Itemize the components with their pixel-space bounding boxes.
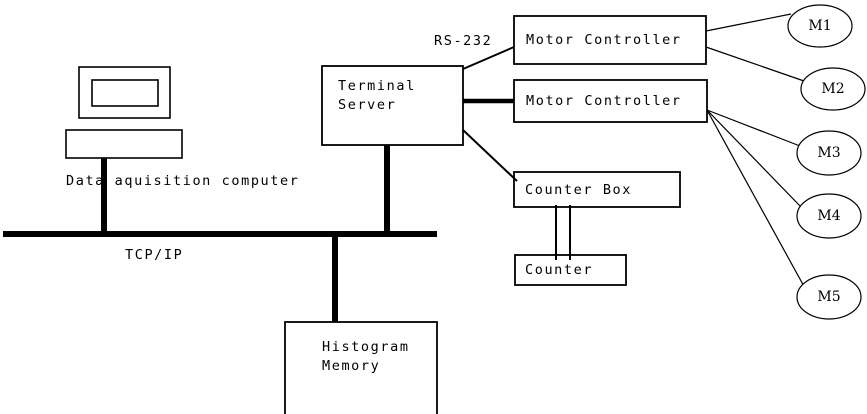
motor-m3-label: M3 — [817, 145, 841, 161]
computer-caption-label: Data aquisition computer — [66, 173, 300, 189]
data-acquisition-computer-node[interactable] — [66, 130, 182, 158]
motor-m2-shape — [800, 67, 866, 111]
motor-m1-node[interactable] — [788, 5, 852, 47]
ts-to-mc1-line — [462, 46, 515, 70]
motor-m5-shape — [796, 274, 862, 320]
terminal-server-node[interactable] — [322, 66, 463, 145]
mc2-to-m3-line — [706, 109, 801, 147]
terminal-server-shape — [321, 65, 464, 146]
rs232-link-label: RS-232 — [434, 33, 493, 49]
motor-m3-node[interactable] — [797, 131, 861, 175]
monitor-node[interactable] — [79, 67, 170, 118]
motor-m5-node[interactable] — [797, 275, 861, 319]
motor-m2-node[interactable] — [801, 68, 865, 110]
motor-controller-1-shape — [513, 15, 707, 65]
motor-m3-shape — [796, 130, 862, 176]
counter-box-shape — [513, 171, 681, 208]
computer-base-shape — [65, 129, 183, 159]
monitor-screen-shape — [91, 79, 159, 107]
mc1-to-m1-line — [705, 13, 792, 32]
motor-m1-shape — [787, 4, 853, 48]
counter-node[interactable] — [515, 255, 626, 285]
histogram-memory-shape — [284, 321, 438, 414]
counter-box-node[interactable] — [514, 172, 680, 207]
motor-m4-shape — [796, 193, 862, 239]
motor-controller-2-node[interactable] — [514, 80, 707, 122]
motor-m4-label: M4 — [817, 208, 841, 224]
motor-m4-node[interactable] — [797, 194, 861, 238]
motor-controller-1-node[interactable] — [514, 16, 706, 64]
motor-m2-label: M2 — [821, 81, 845, 97]
mc2-to-m4-line — [706, 109, 802, 208]
motor-m1-label: M1 — [808, 18, 832, 34]
tcpip-bus-label: TCP/IP — [125, 247, 184, 263]
mc1-to-m2-line — [705, 46, 805, 82]
ts-to-counter-box-line — [462, 129, 518, 182]
histogram-memory-node[interactable] — [285, 322, 437, 414]
mc2-to-m5-line — [706, 109, 807, 291]
motor-m5-label: M5 — [817, 289, 841, 305]
